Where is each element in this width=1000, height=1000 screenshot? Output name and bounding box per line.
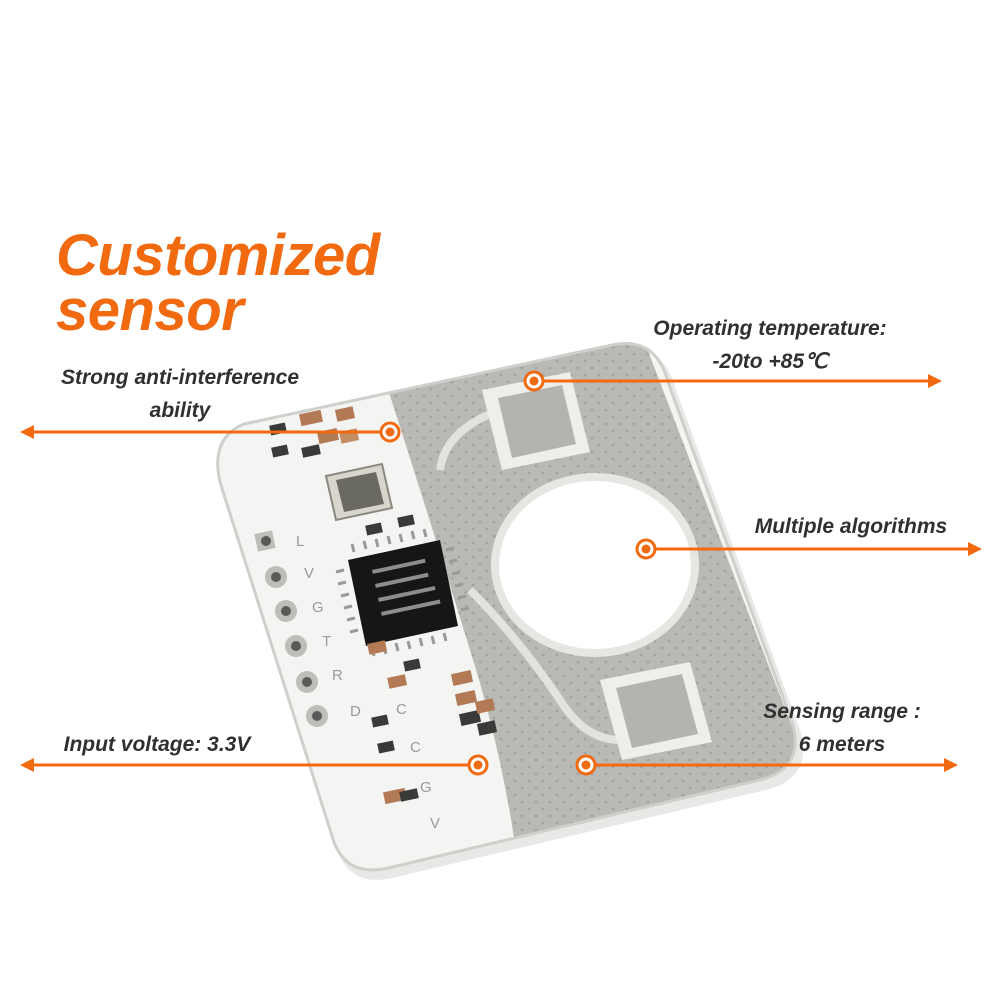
arrow-right-icon [928,374,942,388]
pin-label: G [312,599,324,616]
marker-dot-icon [467,754,489,776]
callout-sensing-range-line-1: Sensing range : [763,700,921,723]
board-outline [216,342,797,872]
callout-sensing-range-line-2: 6 meters [798,733,886,756]
arrow-left-icon [20,425,34,439]
marker-dot-icon [523,370,545,392]
antenna-trace-bottom [467,587,621,744]
pin-label: C [396,701,407,718]
header-pads [254,530,328,727]
arrow-right-icon [968,542,982,556]
pin-label: L [296,533,304,550]
marker-dot-icon [635,538,657,560]
pin-label: D [350,703,361,720]
callout-temperature-line-2: -20to +85℃ [712,350,828,373]
mcu-chip [335,528,470,657]
pin-label: G [420,779,432,796]
callout-algorithms: Multiple algorithms [716,510,986,543]
pin-labels: L V G T R D C C G V [296,533,440,832]
arrow-left-icon [20,758,34,772]
pin-label: V [430,815,440,832]
callout-sensing-range: Sensing range : 6 meters [722,695,962,761]
crystal-oscillator [324,462,394,522]
callout-anti-interference-line-2: ability [149,399,211,422]
pin-label: C [410,739,421,756]
headline-line-1: Customized [56,223,380,288]
headline-line-2: sensor [56,278,244,343]
callout-anti-interference: Strong anti-interference ability [20,361,340,427]
callout-temperature-line-1: Operating temperature: [653,317,887,340]
pin-label: T [322,633,331,650]
pin-label: R [332,667,343,684]
arrow-right-icon [944,758,958,772]
marker-dot-icon [379,421,401,443]
sensor-window [491,473,699,657]
callout-anti-interference-line-1: Strong anti-interference [60,366,300,389]
pin-label: V [304,565,314,582]
callout-algorithms-line-1: Multiple algorithms [754,515,948,538]
headline: Customized sensor [56,223,380,343]
callout-input-voltage-line-1: Input voltage: 3.3V [63,733,251,756]
patch-antenna-top [482,372,590,470]
arrow-heads [20,374,982,772]
marker-dot-icon [575,754,597,776]
callout-input-voltage: Input voltage: 3.3V [32,728,282,761]
callout-temperature: Operating temperature: -20to +85℃ [610,312,930,378]
callout-lines [34,379,968,767]
patch-antenna-bottom [600,662,712,760]
callout-markers [379,370,657,776]
